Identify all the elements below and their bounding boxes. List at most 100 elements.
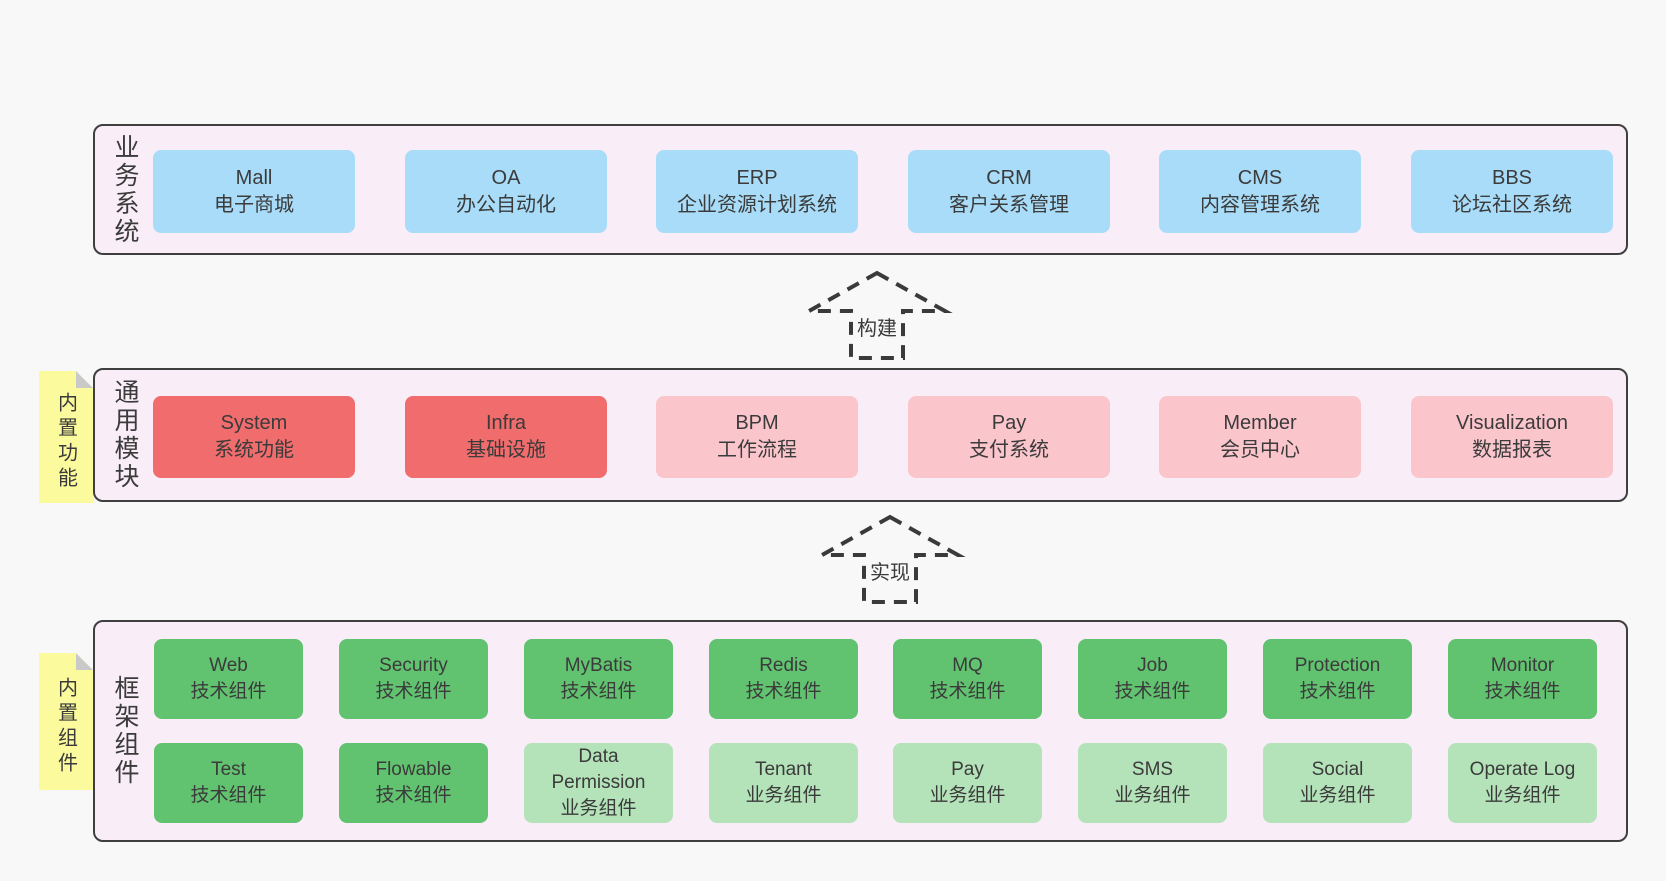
box-subtitle: 业务组件: [560, 798, 637, 819]
box-subtitle: 技术组件: [1299, 681, 1376, 702]
box-title: ERP: [736, 166, 778, 189]
box-subtitle: 客户关系管理: [949, 193, 1069, 216]
box-subtitle: 技术组件: [190, 785, 267, 806]
dashed-up-arrow-build: 构建: [797, 268, 957, 363]
box-subtitle: 技术组件: [375, 681, 452, 702]
box-mq: MQ 技术组件: [893, 639, 1042, 719]
box-subtitle: 技术组件: [1484, 681, 1561, 702]
box-system: System 系统功能: [153, 396, 355, 478]
box-data-permission: Data Permission 业务组件: [524, 743, 673, 823]
box-title: BPM: [735, 412, 779, 434]
box-infra: Infra 基础设施: [405, 396, 607, 478]
box-subtitle: 企业资源计划系统: [677, 193, 837, 216]
arrow-label-build: 构建: [853, 311, 901, 342]
box-job: Job 技术组件: [1078, 639, 1227, 719]
box-visualization: Visualization 数据报表: [1411, 396, 1613, 478]
box-title: Data Permission: [551, 746, 646, 793]
box-subtitle: 技术组件: [745, 681, 822, 702]
band-label-common-modules: 通用模块: [111, 379, 139, 491]
box-subtitle: 业务组件: [1484, 785, 1561, 806]
box-title: CRM: [986, 166, 1032, 189]
box-title: Protection: [1294, 655, 1381, 676]
box-pay-business: Pay 业务组件: [893, 743, 1042, 823]
box-web: Web 技术组件: [154, 639, 303, 719]
box-title: Monitor: [1490, 655, 1555, 676]
folded-corner-icon: [76, 371, 93, 388]
box-subtitle: 技术组件: [929, 681, 1006, 702]
box-subtitle: 论坛社区系统: [1452, 193, 1572, 216]
box-sms: SMS 业务组件: [1078, 743, 1227, 823]
box-title: Pay: [951, 759, 984, 780]
box-title: Redis: [759, 655, 808, 676]
band-label-business-systems: 业务系统: [111, 133, 139, 246]
box-subtitle: 工作流程: [717, 439, 797, 461]
box-mall: Mall 电子商城: [153, 150, 355, 233]
box-mybatis: MyBatis 技术组件: [524, 639, 673, 719]
box-title: System: [220, 412, 288, 434]
box-subtitle: 业务组件: [929, 785, 1006, 806]
box-title: Infra: [485, 412, 527, 434]
box-title: Job: [1137, 655, 1168, 676]
box-test: Test 技术组件: [154, 743, 303, 823]
box-title: Operate Log: [1469, 759, 1576, 780]
box-bpm: BPM 工作流程: [656, 396, 858, 478]
box-subtitle: 业务组件: [1114, 785, 1191, 806]
box-subtitle: 内容管理系统: [1200, 193, 1320, 216]
box-title: Pay: [991, 412, 1027, 434]
box-cms: CMS 内容管理系统: [1159, 150, 1361, 233]
box-subtitle: 业务组件: [745, 785, 822, 806]
box-title: MQ: [952, 655, 983, 676]
box-subtitle: 基础设施: [466, 439, 546, 461]
band-framework-components: 框架组件 Web 技术组件 Security 技术组件 MyBatis 技术组件…: [93, 620, 1628, 842]
box-subtitle: 技术组件: [375, 785, 452, 806]
box-subtitle: 技术组件: [1114, 681, 1191, 702]
box-flowable: Flowable 技术组件: [339, 743, 488, 823]
box-protection: Protection 技术组件: [1263, 639, 1412, 719]
box-title: Social: [1311, 759, 1364, 780]
box-title: Tenant: [754, 759, 813, 780]
box-tenant: Tenant 业务组件: [709, 743, 858, 823]
band-label-framework-components: 框架组件: [111, 675, 139, 787]
box-operate-log: Operate Log 业务组件: [1448, 743, 1597, 823]
box-social: Social 业务组件: [1263, 743, 1412, 823]
box-title: Security: [379, 655, 448, 676]
sticky-note-text: 内置组件: [54, 676, 77, 777]
box-subtitle: 会员中心: [1220, 439, 1300, 461]
box-pay: Pay 支付系统: [908, 396, 1110, 478]
dashed-up-arrow-implement: 实现: [810, 512, 970, 607]
box-subtitle: 系统功能: [214, 439, 294, 461]
box-oa: OA 办公自动化: [405, 150, 607, 233]
box-title: Test: [211, 759, 246, 780]
box-redis: Redis 技术组件: [709, 639, 858, 719]
box-title: SMS: [1131, 759, 1174, 780]
box-title: CMS: [1237, 166, 1283, 189]
box-title: Visualization: [1456, 412, 1568, 434]
sticky-note-built-in-components: 内置组件: [39, 653, 93, 790]
box-title: Flowable: [375, 759, 452, 780]
box-subtitle: 办公自动化: [456, 193, 556, 216]
box-erp: ERP 企业资源计划系统: [656, 150, 858, 233]
band-business-systems: 业务系统 Mall 电子商城 OA 办公自动化 ERP 企业资源计划系统 CRM…: [93, 124, 1628, 255]
box-subtitle: 电子商城: [214, 193, 294, 216]
sticky-note-built-in-features: 内置功能: [39, 371, 93, 503]
box-subtitle: 技术组件: [190, 681, 267, 702]
box-member: Member 会员中心: [1159, 396, 1361, 478]
box-subtitle: 技术组件: [560, 681, 637, 702]
folded-corner-icon: [76, 653, 93, 670]
box-subtitle: 数据报表: [1472, 439, 1552, 461]
arrow-label-implement: 实现: [866, 555, 914, 586]
box-title: Member: [1223, 412, 1297, 434]
box-subtitle: 业务组件: [1299, 785, 1376, 806]
box-title: Web: [209, 655, 248, 676]
box-security: Security 技术组件: [339, 639, 488, 719]
box-crm: CRM 客户关系管理: [908, 150, 1110, 233]
box-title: Mall: [235, 166, 273, 189]
box-bbs: BBS 论坛社区系统: [1411, 150, 1613, 233]
band-common-modules: 通用模块 System 系统功能 Infra 基础设施 BPM 工作流程 Pay…: [93, 368, 1628, 502]
box-subtitle: 支付系统: [969, 439, 1049, 461]
sticky-note-text: 内置功能: [54, 392, 77, 492]
box-title: MyBatis: [564, 655, 633, 676]
box-title: BBS: [1491, 166, 1533, 189]
box-title: OA: [491, 166, 521, 189]
